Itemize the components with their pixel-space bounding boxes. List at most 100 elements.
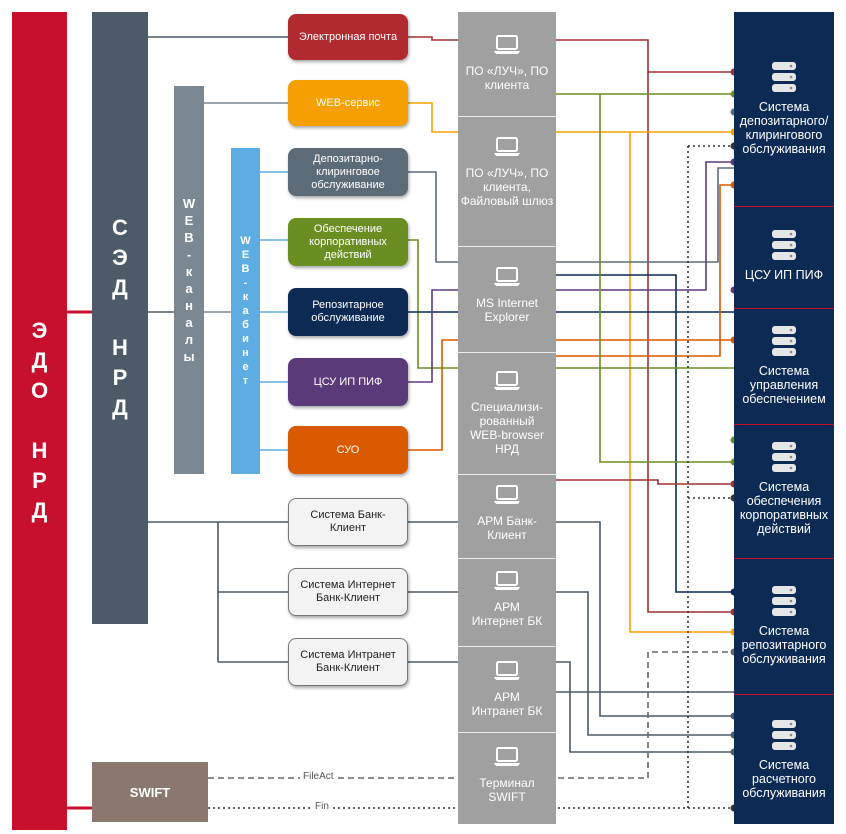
web-cabinet-letter: б xyxy=(242,319,249,331)
edo-letter: Э xyxy=(31,318,48,343)
divider xyxy=(734,558,834,559)
edo-letter: О xyxy=(30,378,49,403)
system-item[interactable]: Система депозитарного/ клирингового обсл… xyxy=(734,60,834,156)
system-label: Система обеспечения корпоративных действ… xyxy=(739,480,829,536)
server-icon xyxy=(772,62,796,92)
web-channels-letter: E xyxy=(184,213,194,228)
laptop-icon xyxy=(494,571,520,590)
web-service-pill[interactable]: WEB-сервис xyxy=(288,80,408,126)
web-channels-letter: н xyxy=(185,298,193,313)
middle-item[interactable]: АРМ Интернет БК xyxy=(458,570,556,628)
server-icon xyxy=(772,326,796,356)
web-cabinet-letter: B xyxy=(241,263,250,275)
middle-item[interactable]: MS Internet Explorer xyxy=(458,266,556,324)
web-cabinet-letter: е xyxy=(242,361,249,373)
swift-box[interactable]: SWIFT xyxy=(92,762,208,822)
system-item[interactable]: Система управления обеспечением xyxy=(734,324,834,406)
divider xyxy=(734,206,834,207)
laptop-icon xyxy=(494,747,520,766)
web-channels-letter: ы xyxy=(183,349,195,364)
edo-letter: Д xyxy=(31,348,48,373)
system-label: Система депозитарного/ клирингового обсл… xyxy=(739,100,829,156)
laptop-icon xyxy=(494,661,520,680)
web-cabinet-letter: т xyxy=(242,375,249,387)
middle-label: Специализи-рованный WEB-browser НРД xyxy=(469,400,544,456)
middle-label: АРМ Банк-Клиент xyxy=(477,514,537,542)
csu-pill[interactable]: ЦСУ ИП ПИФ xyxy=(288,358,408,406)
web-cabinet-letter: н xyxy=(242,347,249,359)
repository-pill[interactable]: Репозитарное обслуживание xyxy=(288,288,408,336)
server-icon xyxy=(772,720,796,750)
edo-letter: Д xyxy=(31,498,48,523)
sed-letter: Д xyxy=(112,275,128,300)
edo-nrd-bar: Э Д О Н Р Д xyxy=(12,12,67,830)
web-channels-letter: - xyxy=(186,247,192,262)
web-cabinet-letter: E xyxy=(241,249,250,261)
web-cabinet-bar: W E B - к а б и н е т xyxy=(231,148,260,474)
divider xyxy=(458,474,556,475)
middle-item[interactable]: Специализи-рованный WEB-browser НРД xyxy=(458,370,556,456)
web-cabinet-letter: и xyxy=(242,333,249,345)
middle-item[interactable]: ПО «ЛУЧ», ПО клиента xyxy=(458,34,556,92)
depository-pill[interactable]: Депозитарно-клиринговое обслуживание xyxy=(288,148,408,196)
web-channels-bar: W E B - к а н а л ы xyxy=(174,86,204,474)
middle-label: ПО «ЛУЧ», ПО клиента xyxy=(465,64,549,92)
client-software-column: ПО «ЛУЧ», ПО клиента ПО «ЛУЧ», ПО клиент… xyxy=(458,12,556,824)
sed-letter: Э xyxy=(112,245,128,270)
web-channels-letter: B xyxy=(184,230,194,245)
sed-letter: Н xyxy=(112,335,128,360)
laptop-icon xyxy=(494,267,520,286)
laptop-icon xyxy=(494,371,520,390)
web-cabinet-letter: - xyxy=(243,277,248,289)
middle-label: MS Internet Explorer xyxy=(475,296,539,324)
system-label: Система расчетного обслуживания xyxy=(742,758,826,800)
divider xyxy=(458,646,556,647)
web-cabinet-letter: а xyxy=(242,305,249,317)
server-icon xyxy=(772,586,796,616)
middle-label: ПО «ЛУЧ», ПО клиента, Файловый шлюз xyxy=(460,166,554,208)
server-icon xyxy=(772,230,796,260)
bank-client-pill[interactable]: Система Банк-Клиент xyxy=(288,498,408,546)
edo-letter: Р xyxy=(32,468,47,493)
sed-nrd-bar: С Э Д Н Р Д xyxy=(92,12,148,624)
system-item[interactable]: ЦСУ ИП ПИФ xyxy=(734,228,834,282)
divider xyxy=(458,732,556,733)
divider xyxy=(458,116,556,117)
system-item[interactable]: Система расчетного обслуживания xyxy=(734,718,834,800)
middle-label: АРМ Интранет БК xyxy=(471,690,543,718)
sed-letter: Д xyxy=(112,395,128,420)
middle-item[interactable]: АРМ Банк-Клиент xyxy=(458,484,556,542)
web-channels-letter: а xyxy=(185,315,193,330)
system-label: ЦСУ ИП ПИФ xyxy=(744,268,824,282)
fileact-label: FileAct xyxy=(300,771,337,782)
system-item[interactable]: Система репозитарного обслуживания xyxy=(734,584,834,666)
laptop-icon xyxy=(494,35,520,54)
middle-label: Терминал SWIFT xyxy=(479,776,535,804)
divider xyxy=(458,558,556,559)
web-cabinet-letter: W xyxy=(240,235,251,247)
system-item[interactable]: Система обеспечения корпоративных действ… xyxy=(734,440,834,536)
middle-label: АРМ Интернет БК xyxy=(471,600,543,628)
middle-item[interactable]: Терминал SWIFT xyxy=(458,746,556,804)
fin-label: Fin xyxy=(312,801,332,812)
divider xyxy=(458,352,556,353)
system-label: Система репозитарного обслуживания xyxy=(741,624,827,666)
intranet-bank-client-pill[interactable]: Система Интранет Банк-Клиент xyxy=(288,638,408,686)
sed-letter: Р xyxy=(112,365,128,390)
middle-item[interactable]: ПО «ЛУЧ», ПО клиента, Файловый шлюз xyxy=(458,136,556,208)
divider xyxy=(458,246,556,247)
internet-bank-client-pill[interactable]: Система Интернет Банк-Клиент xyxy=(288,568,408,616)
web-channels-letter: л xyxy=(184,332,194,347)
email-pill[interactable]: Электронная почта xyxy=(288,14,408,60)
suo-pill[interactable]: СУО xyxy=(288,426,408,474)
sed-letter: С xyxy=(112,215,128,240)
middle-item[interactable]: АРМ Интранет БК xyxy=(458,660,556,718)
laptop-icon xyxy=(494,485,520,504)
divider xyxy=(734,424,834,425)
system-label: Система управления обеспечением xyxy=(742,364,826,406)
divider xyxy=(734,308,834,309)
laptop-icon xyxy=(494,137,520,156)
corporate-actions-pill[interactable]: Обеспечение корпоративных действий xyxy=(288,218,408,266)
web-channels-letter: к xyxy=(185,264,193,279)
